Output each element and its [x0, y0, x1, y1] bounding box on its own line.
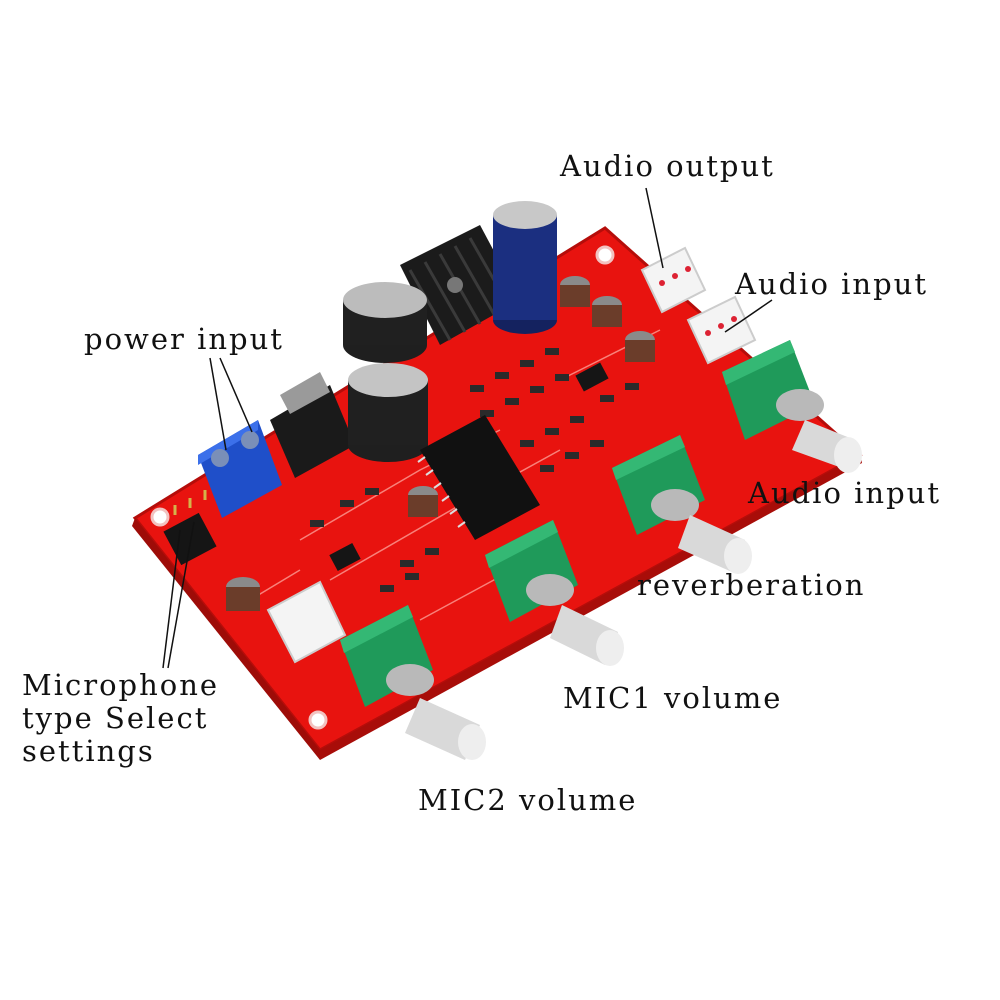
- pot-reverb: [612, 435, 752, 574]
- label-mic2-volume: MIC2 volume: [418, 783, 638, 817]
- connector-mic-in: [266, 580, 347, 664]
- mount-hole: [595, 245, 615, 265]
- label-mic1-volume: MIC1 volume: [563, 681, 783, 715]
- ic-small: [329, 542, 361, 572]
- label-audio-input-knob: Audio input: [748, 476, 941, 510]
- label-microphone-type: Microphone type Select settings: [22, 669, 262, 768]
- regulator: [270, 372, 355, 478]
- label-power-input: power input: [84, 322, 284, 356]
- ic-small: [575, 362, 609, 392]
- label-mic-type-line2: type Select: [22, 701, 209, 735]
- pot-mic2: [340, 605, 486, 760]
- label-reverberation: reverberation: [637, 568, 866, 602]
- capacitor-large: [343, 282, 427, 363]
- heatsink: [400, 225, 520, 345]
- label-mic-type-line1: Microphone: [22, 668, 220, 702]
- mount-hole: [308, 710, 328, 730]
- leader-lines: [162, 187, 773, 669]
- power-terminal: [198, 420, 282, 518]
- capacitor-large: [348, 363, 428, 462]
- ic-chip: [417, 415, 540, 540]
- pcb-edge: [132, 518, 320, 760]
- pot-mic1: [485, 520, 624, 666]
- smd-components: [310, 348, 639, 592]
- label-audio-output: Audio output: [560, 149, 775, 183]
- label-mic-type-line3: settings: [22, 734, 155, 768]
- capacitor-blue: [493, 201, 557, 334]
- pot-audio-input: [722, 340, 862, 473]
- label-audio-input-connector: Audio input: [735, 267, 928, 301]
- connector-audio-output: [640, 246, 707, 314]
- mount-hole: [150, 507, 170, 527]
- connector-audio-input: [686, 295, 757, 365]
